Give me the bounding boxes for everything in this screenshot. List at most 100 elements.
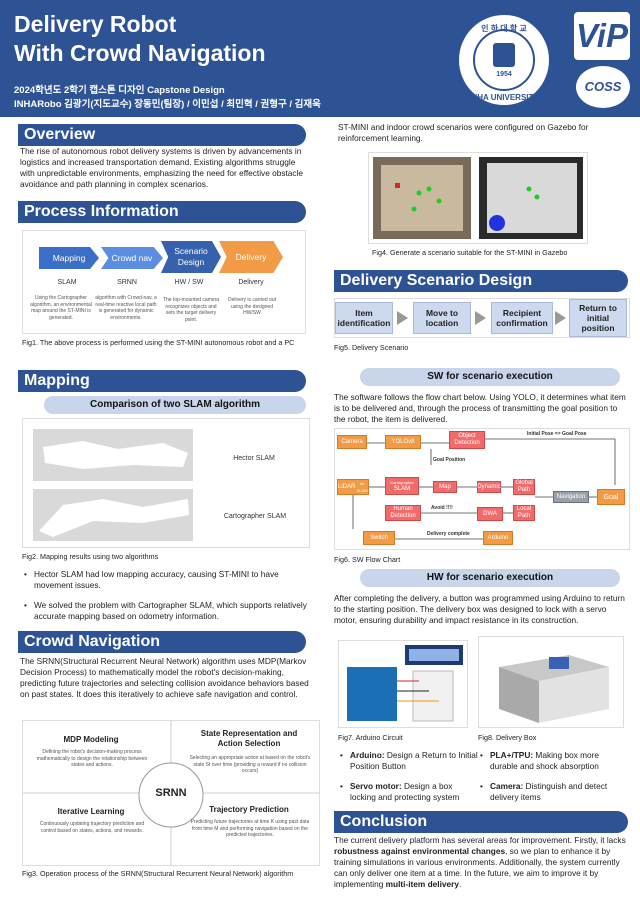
hw-bullet-camera-key: Camera: <box>490 781 524 791</box>
process-label-hwsw: HW / SW <box>174 279 204 286</box>
agent-4 <box>411 206 417 212</box>
process-heading: Process Information <box>18 201 306 223</box>
fc-navigation: Navigation <box>553 491 589 503</box>
hw-bullet-arduino-text: Design a Return to Initial Position Butt… <box>350 750 478 771</box>
fig2-caption: Fig2. Mapping results using two algorith… <box>22 552 159 561</box>
conclusion-part-1: The current delivery platform has severa… <box>334 835 626 845</box>
mapping-bullets: Hector SLAM had low mapping accuracy, ca… <box>22 569 314 631</box>
process-step-delivery: Delivery <box>219 241 283 273</box>
mdp-title: MDP Modeling <box>63 735 119 744</box>
agent-2 <box>426 186 432 192</box>
gazebo-images <box>373 157 583 239</box>
crowdnav-text: The SRNN(Structural Recurrent Neural Net… <box>20 656 309 699</box>
poster-title: Delivery Robot With Crowd Navigation <box>14 10 344 68</box>
delivery-box-drawing <box>499 655 609 723</box>
fc-map: Map <box>433 481 457 493</box>
robot-marker <box>489 215 505 231</box>
arduino-circuit-drawing <box>347 645 463 722</box>
box-left <box>499 667 539 723</box>
fc-initial-pose: Initial Pose => Goal Pose <box>527 431 587 437</box>
seal-bottom-text: INHA UNIVERSITY <box>469 93 539 102</box>
box-right <box>539 667 609 723</box>
conclusion-part-3: . <box>458 879 462 889</box>
scenario-step-2: Move to location <box>413 302 471 334</box>
scenario-step-1: Item identification <box>335 302 393 334</box>
process-desc-4: Delivery is carried out using the design… <box>227 297 277 316</box>
fc-arduino: Arduino <box>483 531 513 545</box>
fig5-caption: Fig5. Delivery Scenario <box>334 343 409 352</box>
arrow-icon <box>397 311 408 325</box>
coss-logo: COSS <box>576 66 630 108</box>
overview-text: The rise of autonomous robot delivery sy… <box>20 146 304 189</box>
hw-bullet-servo-text: Design a box locking and protecting syst… <box>350 781 460 802</box>
process-label-slam: SLAM <box>57 279 77 286</box>
fig6-caption: Fig6. SW Flow Chart <box>334 555 401 564</box>
arrow-icon <box>475 311 486 325</box>
seal-inner-ring: 1954 <box>473 29 535 91</box>
mapping-figure: Hector SLAM Cartographer SLAM <box>22 418 310 548</box>
hw-bullet-camera-text: Distinguish and detect delivery items <box>490 781 608 802</box>
state-rep-text: Selecting an appropriate action at based… <box>189 755 311 774</box>
carto-map-shape <box>39 499 189 537</box>
sw-pill: SW for scenario execution <box>360 368 620 386</box>
vip-logo: ViP <box>574 12 630 60</box>
arduino-board <box>347 667 397 721</box>
gazebo-floor-1 <box>381 165 463 231</box>
delivery-box-image <box>478 636 624 728</box>
hw-bullet-camera: Camera: Distinguish and detect delivery … <box>478 781 626 803</box>
fc-slam-sub: Cartographer <box>390 480 414 485</box>
process-desc-1: Using the Cartographer algorithm, an env… <box>30 295 92 321</box>
process-step-crowdnav: Crowd nav <box>101 247 163 269</box>
mdp-text: Defining the robot's decision-making pro… <box>36 749 148 768</box>
srnn-diagram-lines <box>23 721 319 865</box>
breadboard <box>412 670 454 722</box>
mapping-pill: Comparison of two SLAM algorithm <box>44 396 306 414</box>
mapping-bullet-1: Hector SLAM had low mapping accuracy, ca… <box>22 569 314 591</box>
conclusion-heading: Conclusion <box>334 811 628 833</box>
fig1-caption: Fig1. The above process is performed usi… <box>22 338 295 347</box>
conclusion-bold-2: multi-item delivery <box>385 879 459 889</box>
scenario-step-3: Recipient confirmation <box>491 302 553 334</box>
srnn-circle <box>138 762 204 828</box>
agent-5 <box>526 186 532 192</box>
fc-goal: Goal <box>597 489 625 505</box>
fc-lidar-sub: for SLAM <box>356 481 368 493</box>
process-desc-3: The top-mounted camera recognizes object… <box>162 297 220 323</box>
box-lid-part <box>549 657 569 669</box>
trajectory-text: Predicting future trajectories at time K… <box>190 819 310 838</box>
fc-lidar-label: LiDAR <box>338 483 356 490</box>
hw-bullet-servo-key: Servo motor: <box>350 781 402 791</box>
seal-year: 1954 <box>496 71 512 78</box>
scenario-figure: Item identification Move to location Rec… <box>334 298 630 338</box>
process-desc-2: algorithm with Crowd-nav, a real-time re… <box>95 295 157 321</box>
hw-pill: HW for scenario execution <box>360 569 620 587</box>
seal-top-text: 인 하 대 학 교 <box>481 24 527 33</box>
crowdnav-heading: Crowd Navigation <box>18 631 306 653</box>
mapping-bullet-2: We solved the problem with Cartographer … <box>22 600 314 622</box>
arduino-circuit-image <box>338 640 468 728</box>
authors: INHARobo 김광기(지도교수) 장동민(팀장) / 이민섭 / 최민혁 /… <box>14 99 321 110</box>
trajectory-title: Trajectory Prediction <box>209 805 289 814</box>
gazebo-figure <box>368 152 588 244</box>
srnn-center-label: SRNN <box>155 787 187 799</box>
sw-text: The software follows the flow chart belo… <box>334 392 626 424</box>
fc-switch: Switch <box>363 531 395 545</box>
fc-human-detection: Human Detection <box>385 505 421 521</box>
hw-bullets-right: PLA+/TPU: Making box more durable and sh… <box>478 750 626 812</box>
fc-dynamic: Dynamic <box>477 481 501 493</box>
iterative-title: Iterative Learning <box>57 807 125 816</box>
flowchart-lines <box>352 438 616 540</box>
hector-label: Hector SLAM <box>233 455 275 462</box>
srnn-figure: SRNN MDP Modeling Defining the robot's d… <box>22 720 320 866</box>
hector-map-shape <box>43 441 188 469</box>
fc-global-path: Global Path <box>513 479 535 495</box>
conclusion-bold-1: robustness against environmental changes <box>334 846 506 856</box>
hw-bullet-pla-text: Making box more durable and shock absorp… <box>490 750 600 771</box>
gazebo-goal-1 <box>395 183 400 188</box>
sw-flowchart: Camera YOLOv8 Object Detection Initial P… <box>334 428 630 550</box>
cartographer-label: Cartographer SLAM <box>223 513 287 520</box>
agent-6 <box>534 194 540 200</box>
fc-local-path: Local Path <box>513 505 535 521</box>
fc-camera: Camera <box>337 435 367 449</box>
overview-heading: Overview <box>18 124 306 146</box>
